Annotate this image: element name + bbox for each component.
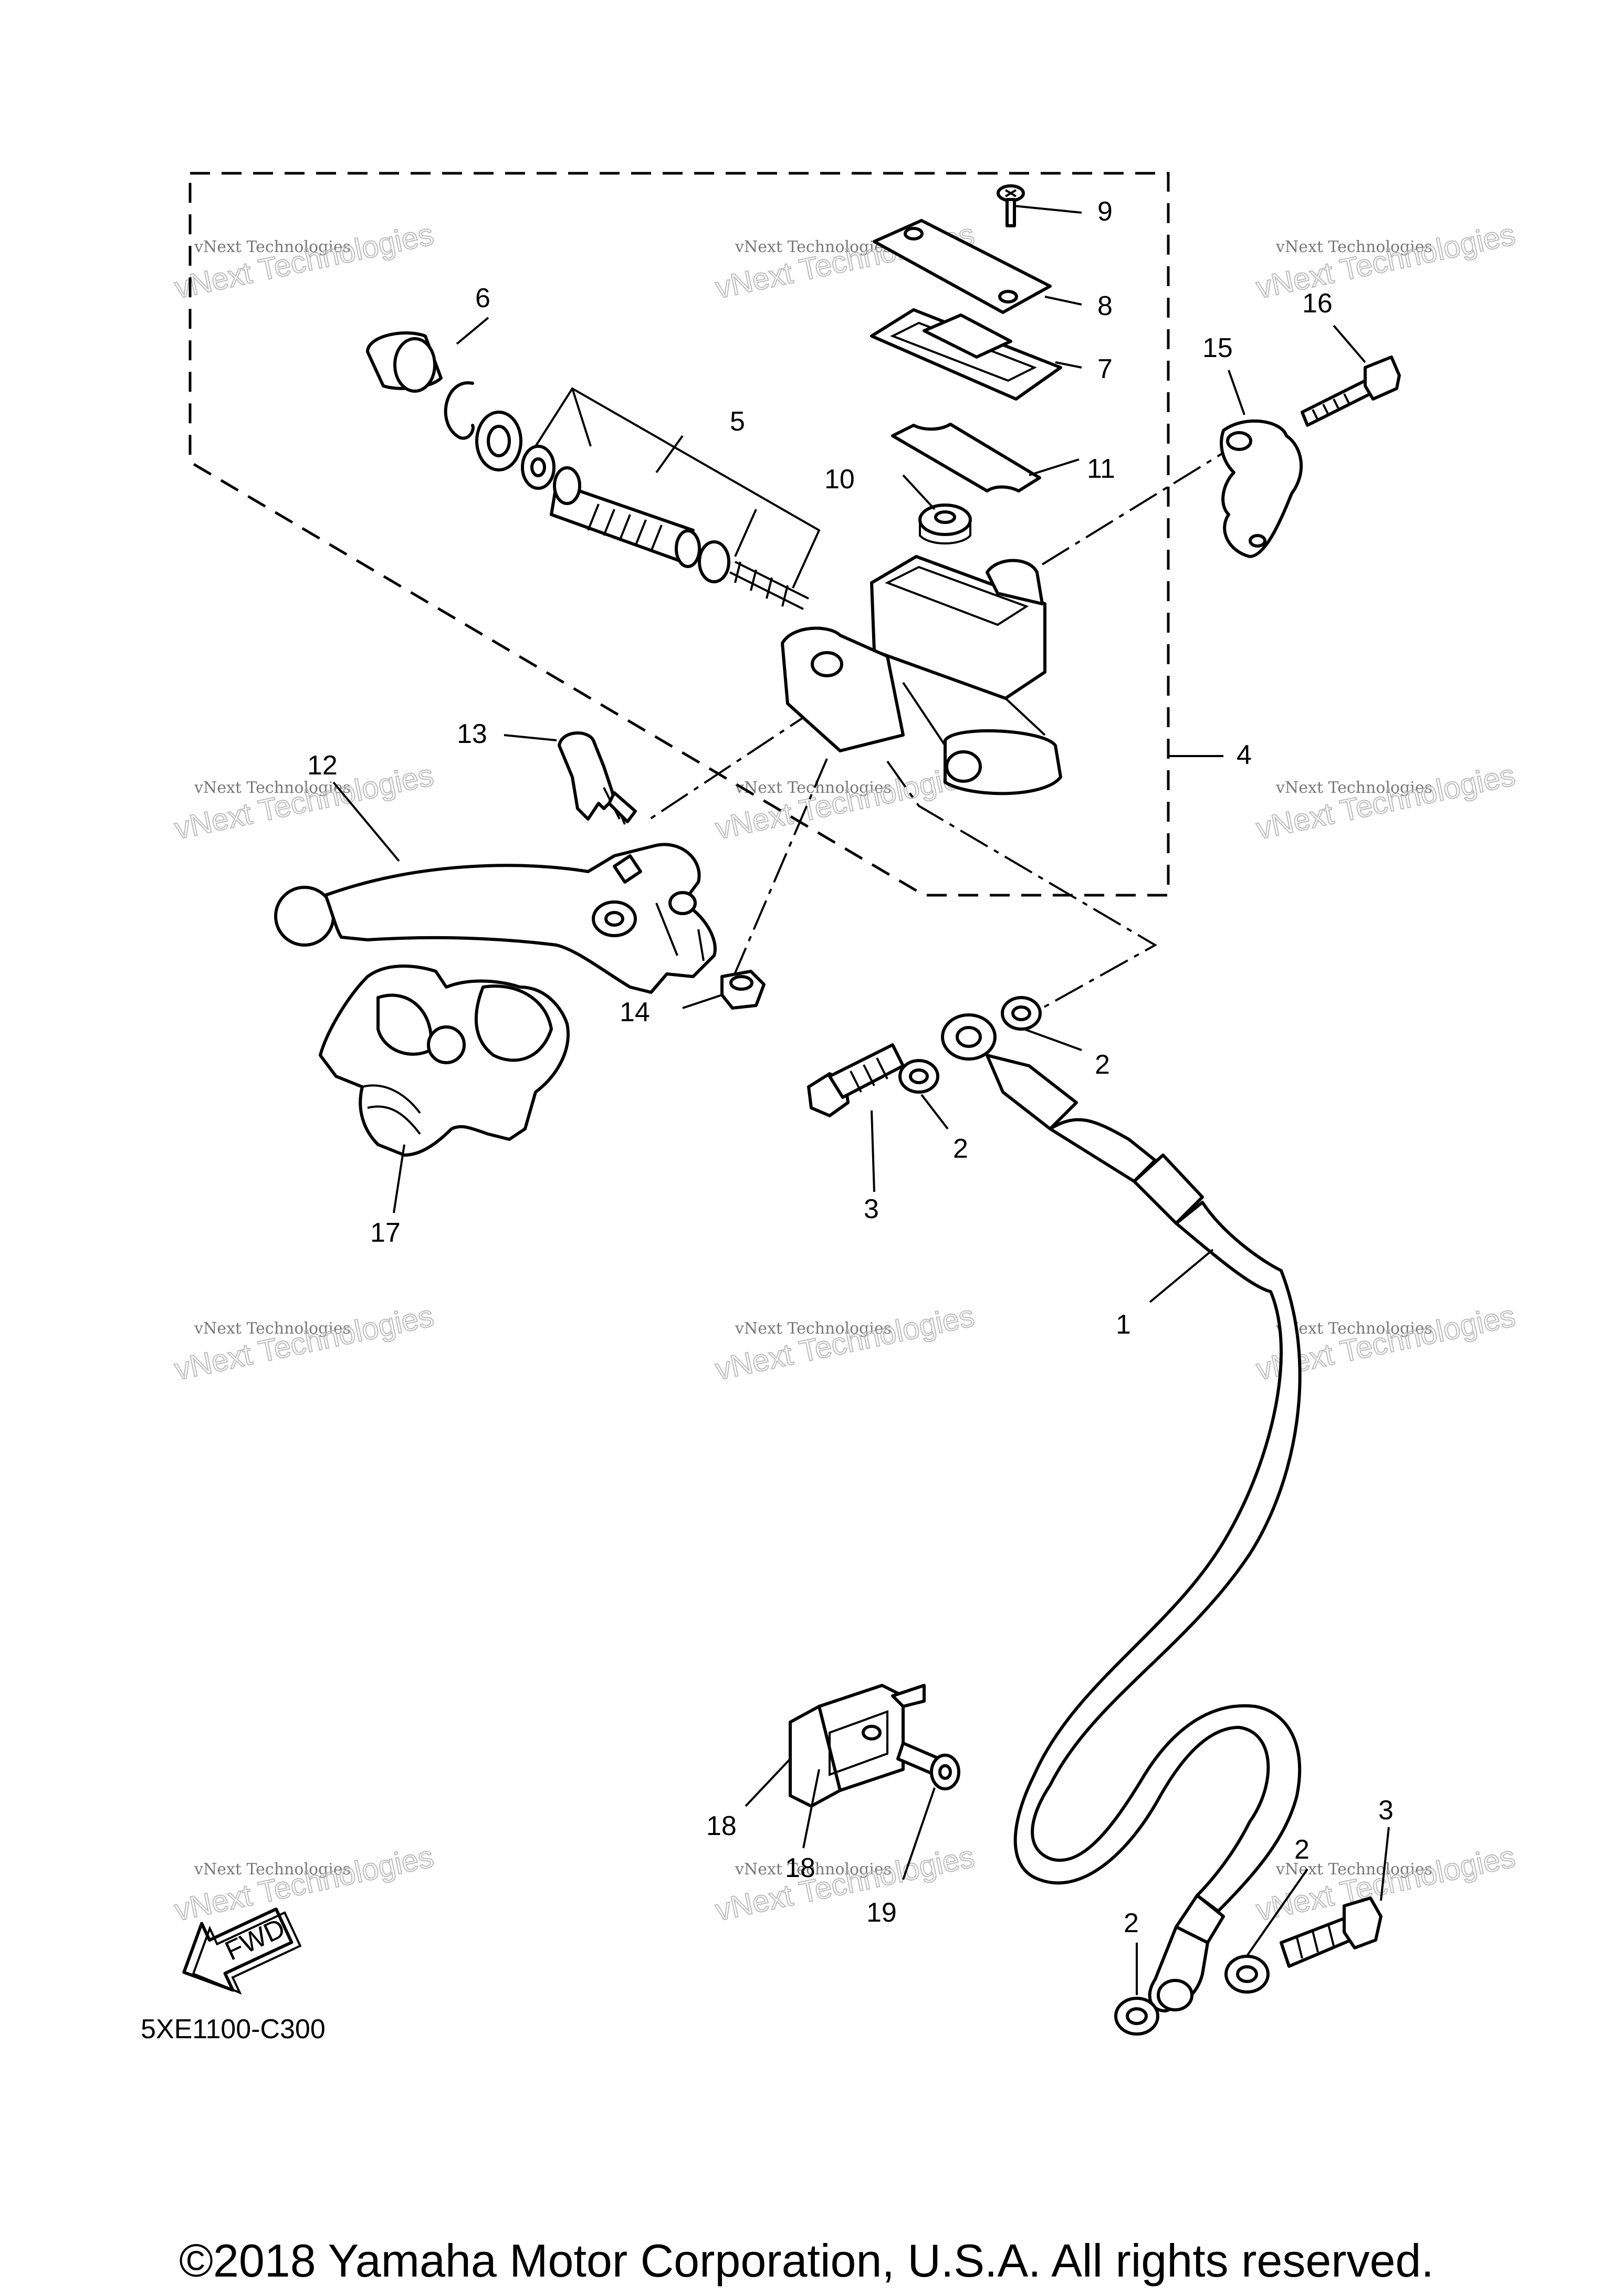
banjo-bolt-upper-part — [807, 1043, 905, 1117]
clamp-bolt-part — [1301, 355, 1401, 427]
callout-18a: 18 — [706, 1811, 737, 1841]
callout-6: 6 — [475, 283, 490, 313]
svg-text:vNext Technologies: vNext Technologies — [1275, 1860, 1432, 1879]
copyright-notice: ©2018 Yamaha Motor Corporation, U.S.A. A… — [179, 2235, 1434, 2287]
callout-2b: 2 — [953, 1134, 968, 1164]
lever-nut-part — [720, 970, 766, 1010]
forward-direction-arrow-icon: FWD — [182, 1907, 302, 1995]
clamp-holder-part — [1220, 419, 1303, 558]
callout-14: 14 — [620, 997, 650, 1028]
svg-text:vNext Technologies: vNext Technologies — [194, 779, 351, 797]
circlip-part — [444, 381, 475, 440]
svg-text:vNext Technologies: vNext Technologies — [1275, 238, 1432, 256]
clutch-lever-part — [274, 843, 717, 994]
float-part — [918, 504, 972, 544]
callout-19: 19 — [866, 1897, 897, 1928]
leader-lines — [332, 205, 1390, 1995]
svg-text:vNext Technologies: vNext Technologies — [1253, 217, 1518, 305]
svg-text:vNext Technologies: vNext Technologies — [713, 1298, 977, 1387]
callout-7: 7 — [1097, 354, 1113, 384]
master-cylinder-body-part — [781, 555, 1062, 795]
piston-seal-part — [475, 411, 522, 471]
svg-text:vNext Technologies: vNext Technologies — [172, 217, 436, 305]
callout-2a: 2 — [1095, 1050, 1110, 1080]
callout-2d: 2 — [1294, 1834, 1310, 1865]
callout-13: 13 — [457, 719, 487, 749]
callout-9: 9 — [1097, 196, 1113, 227]
diaphragm-part — [870, 308, 1062, 401]
handlebar-switch-part — [319, 964, 570, 1157]
callout-1: 1 — [1116, 1309, 1131, 1340]
copper-washer-part — [898, 1059, 939, 1094]
svg-text:vNext Technologies: vNext Technologies — [1275, 779, 1432, 797]
callout-17: 17 — [370, 1218, 401, 1248]
hose-holder-part — [789, 1684, 926, 1808]
svg-text:vNext Technologies: vNext Technologies — [735, 779, 892, 797]
svg-text:vNext Technologies: vNext Technologies — [194, 1860, 351, 1879]
callout-16: 16 — [1302, 288, 1333, 319]
svg-text:vNext Technologies: vNext Technologies — [713, 1839, 977, 1927]
svg-text:vNext Technologies: vNext Technologies — [713, 758, 977, 846]
svg-text:vNext Technologies: vNext Technologies — [194, 1319, 351, 1338]
clutch-hose-part — [941, 1013, 1302, 2012]
svg-text:vNext Technologies: vNext Technologies — [1253, 758, 1518, 846]
copper-washer-part — [1001, 996, 1042, 1031]
piston-kit-part — [550, 466, 809, 610]
assembly-boundary-dashed — [188, 172, 1170, 897]
callout-3b: 3 — [1378, 1795, 1394, 1826]
banjo-bolt-lower-part — [1280, 1896, 1382, 1968]
svg-text:vNext Technologies: vNext Technologies — [735, 1860, 892, 1879]
svg-text:vNext Technologies: vNext Technologies — [735, 238, 892, 256]
callout-11: 11 — [1087, 454, 1115, 484]
diaphragm-plate-part — [891, 423, 1041, 492]
holder-bolt-part — [896, 1742, 960, 1790]
svg-text:vNext Technologies: vNext Technologies — [172, 758, 436, 846]
callout-labels: 9 8 7 11 10 5 6 15 16 4 13 12 14 2 2 3 1… — [307, 196, 1394, 1938]
svg-text:vNext Technologies: vNext Technologies — [172, 1298, 436, 1387]
reservoir-cover-part — [873, 219, 1052, 314]
callout-18b: 18 — [785, 1853, 815, 1883]
callout-3a: 3 — [864, 1194, 879, 1224]
svg-text:vNext Technologies: vNext Technologies — [172, 1839, 436, 1927]
diagram-reference-code: 5XE1100-C300 — [141, 2014, 326, 2045]
copper-washer-part — [1114, 1997, 1159, 2036]
callout-4: 4 — [1237, 740, 1252, 770]
callout-5-bracket — [535, 387, 821, 589]
callout-2c: 2 — [1124, 1908, 1139, 1938]
callout-5: 5 — [730, 406, 745, 437]
callout-10: 10 — [824, 464, 855, 495]
svg-text:vNext Technologies: vNext Technologies — [1275, 1319, 1432, 1338]
callout-8: 8 — [1097, 291, 1113, 321]
svg-text:vNext Technologies: vNext Technologies — [194, 238, 351, 256]
cover-screw-part — [997, 184, 1025, 227]
callout-12: 12 — [307, 750, 338, 781]
copper-washer-part — [1224, 1955, 1270, 1994]
piston-cup-part — [521, 445, 556, 490]
callout-15: 15 — [1202, 333, 1233, 363]
pivot-bolt-part — [558, 731, 637, 825]
svg-text:vNext Technologies: vNext Technologies — [735, 1319, 892, 1338]
dust-boot-part — [366, 331, 443, 393]
